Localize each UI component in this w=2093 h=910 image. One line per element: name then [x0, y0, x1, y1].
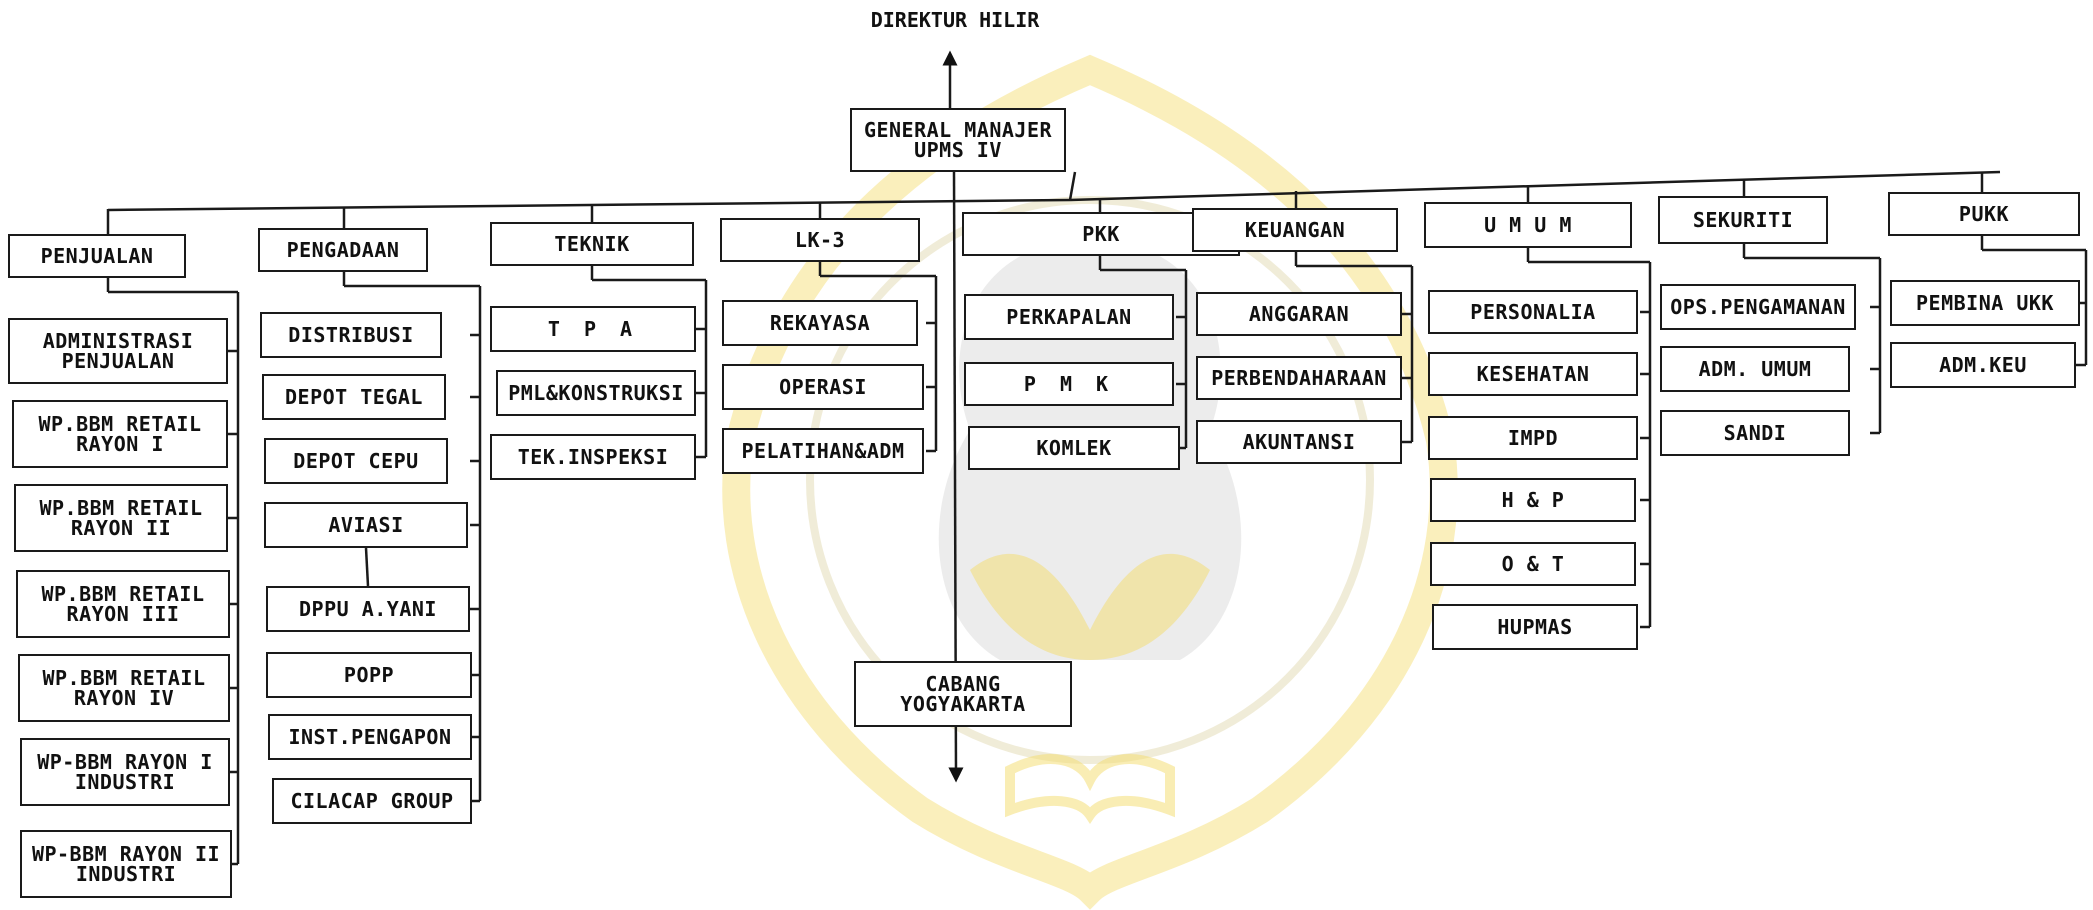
unit-umum-1: PERSONALIA — [1428, 290, 1638, 334]
unit-sekuriti-1: OPS.PENGAMANAN — [1660, 284, 1856, 330]
unit-umum-2: KESEHATAN — [1428, 352, 1638, 396]
dept-sekuriti: SEKURITI — [1658, 196, 1828, 244]
branch-box: CABANG YOGYAKARTA — [854, 661, 1072, 727]
dept-pukk: PUKK — [1888, 192, 2080, 236]
unit-pengadaan-4: AVIASI — [264, 502, 468, 548]
unit-pukk-1: PEMBINA UKK — [1890, 280, 2080, 326]
unit-pukk-2: ADM.KEU — [1890, 342, 2076, 388]
unit-umum-5: O & T — [1430, 542, 1636, 586]
unit-teknik-2: PML&KONSTRUKSI — [496, 370, 696, 416]
unit-pengadaan-3: DEPOT CEPU — [264, 438, 448, 484]
aviasi-link — [364, 547, 370, 587]
unit-umum-3: IMPD — [1428, 416, 1638, 460]
unit-pkk-1: PERKAPALAN — [964, 294, 1174, 340]
unit-penjualan-4: WP.BBM RETAIL RAYON III — [16, 570, 230, 638]
director-label: DIREKTUR HILIR — [870, 8, 1040, 32]
unit-umum-6: HUPMAS — [1432, 604, 1638, 650]
unit-umum-4: H & P — [1430, 478, 1636, 522]
unit-pengadaan-7: INST.PENGAPON — [268, 714, 472, 760]
unit-keuangan-1: ANGGARAN — [1196, 292, 1402, 336]
dept-pengadaan: PENGADAAN — [258, 228, 428, 272]
unit-teknik-3: TEK.INSPEKSI — [490, 434, 696, 480]
unit-sekuriti-2: ADM. UMUM — [1660, 346, 1850, 392]
unit-lk3-3: PELATIHAN&ADM — [722, 428, 924, 474]
unit-pengadaan-2: DEPOT TEGAL — [262, 374, 446, 420]
unit-pkk-2: P M K — [964, 362, 1174, 406]
dept-penjualan: PENJUALAN — [8, 234, 186, 278]
main-bus — [107, 198, 1071, 212]
unit-keuangan-3: AKUNTANSI — [1196, 420, 1402, 464]
unit-pengadaan-1: DISTRIBUSI — [260, 312, 442, 358]
unit-lk3-2: OPERASI — [722, 364, 924, 410]
dept-umum: U M U M — [1424, 202, 1632, 248]
unit-pengadaan-8: CILACAP GROUP — [272, 778, 472, 824]
dept-keuangan: KEUANGAN — [1192, 208, 1398, 252]
unit-penjualan-1: ADMINISTRASI PENJUALAN — [8, 318, 228, 384]
unit-teknik-1: T P A — [490, 306, 696, 352]
unit-keuangan-2: PERBENDAHARAAN — [1196, 356, 1402, 400]
unit-sekuriti-3: SANDI — [1660, 410, 1850, 456]
unit-pkk-3: KOMLEK — [968, 426, 1180, 470]
dept-teknik: TEKNIK — [490, 222, 694, 266]
unit-lk3-1: REKAYASA — [722, 300, 918, 346]
unit-penjualan-5: WP.BBM RETAIL RAYON IV — [18, 654, 230, 722]
unit-pengadaan-6: POPP — [266, 652, 472, 698]
gm-link — [1068, 171, 1077, 201]
main-bus-right — [1069, 170, 2001, 202]
dept-lk3: LK-3 — [720, 218, 920, 262]
unit-penjualan-2: WP.BBM RETAIL RAYON I — [12, 400, 228, 468]
unit-penjualan-7: WP-BBM RAYON II INDUSTRI — [20, 830, 232, 898]
unit-penjualan-3: WP.BBM RETAIL RAYON II — [14, 484, 228, 552]
general-manager-box: GENERAL MANAJER UPMS IV — [850, 108, 1066, 172]
unit-penjualan-6: WP-BBM RAYON I INDUSTRI — [20, 738, 230, 806]
unit-pengadaan-5: DPPU A.YANI — [266, 586, 470, 632]
